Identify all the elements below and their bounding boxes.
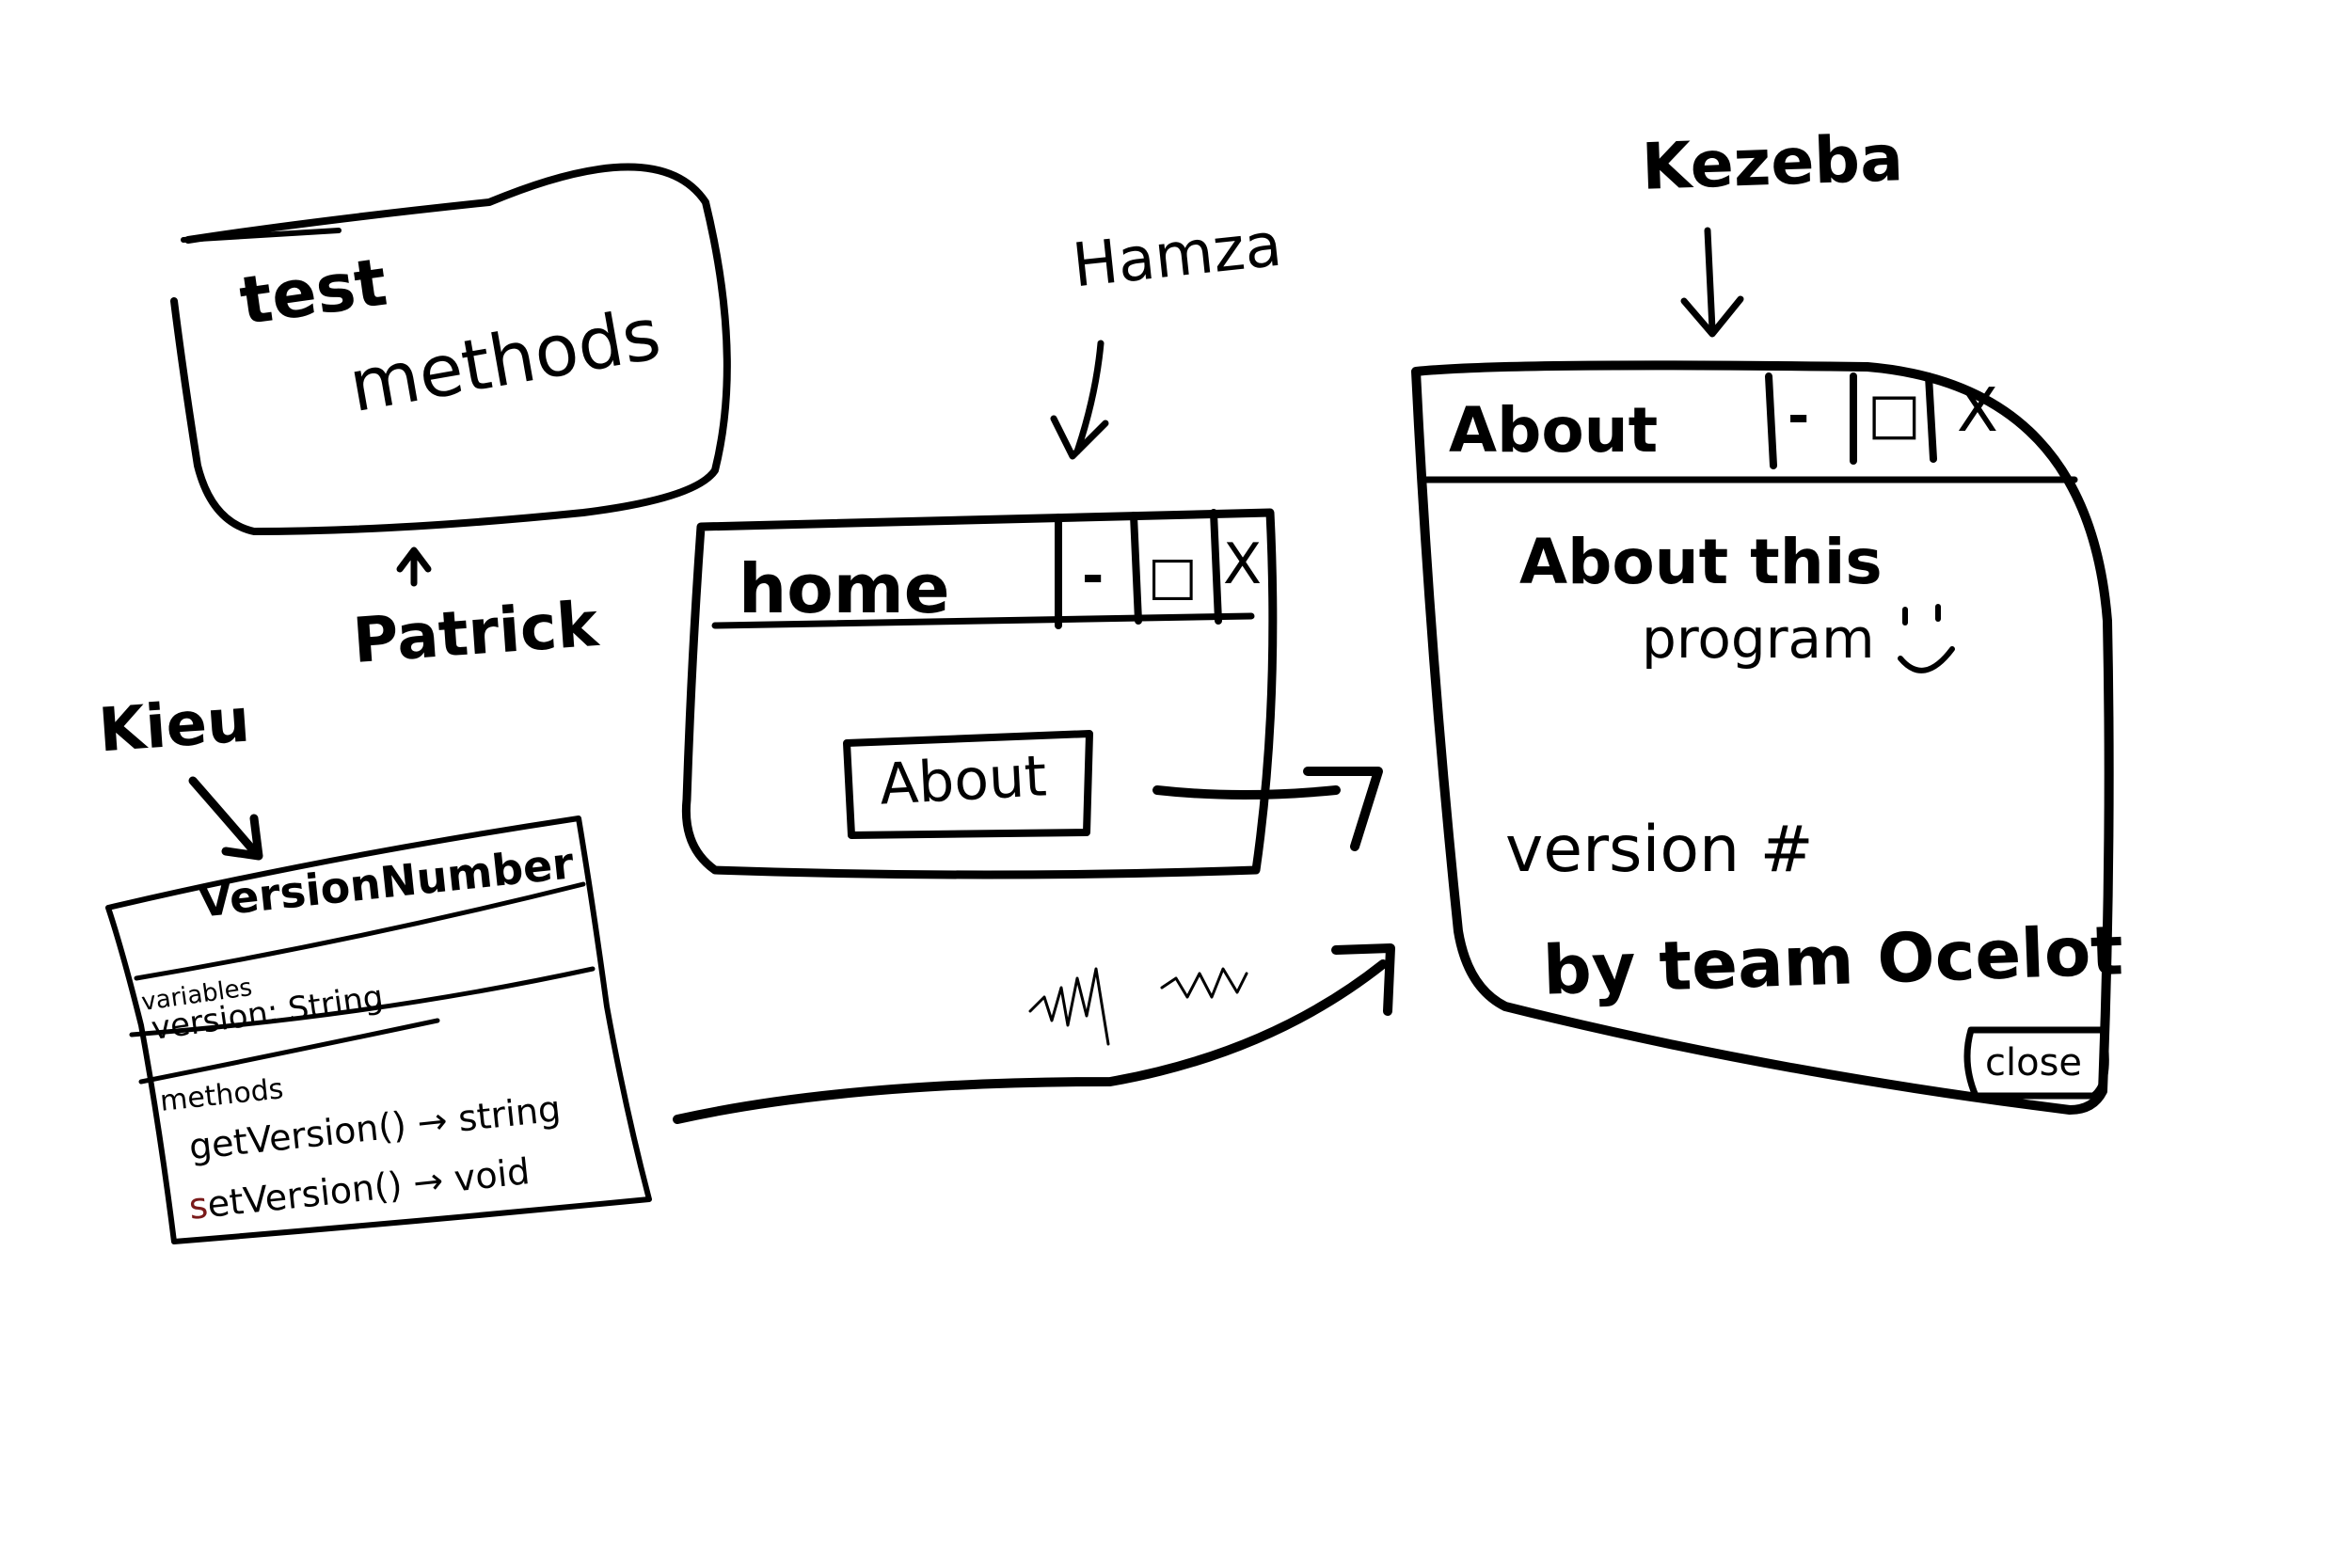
patrick-label: Patrick <box>350 587 601 678</box>
about-heading-line-1: About this <box>1519 526 1883 598</box>
uml-class-divider-3 <box>138 1018 440 1085</box>
about-window-outline <box>1411 360 2114 1115</box>
about-titlebar-sep-1 <box>1765 372 1777 469</box>
scribble-mark-2 <box>1160 967 1248 999</box>
kieu-label: Kieu <box>96 686 252 767</box>
about-titlebar-sep-3 <box>1925 372 1937 463</box>
home-titlebar-sep-3 <box>1210 509 1222 625</box>
home-maximize-button[interactable]: □ <box>1148 546 1198 607</box>
kieu-arrow <box>188 776 263 861</box>
smiley-icon <box>1898 604 1955 673</box>
home-about-button[interactable]: About <box>878 743 1049 818</box>
home-titlebar-sep-2 <box>1130 512 1142 625</box>
uml-class-divider-2 <box>129 966 596 1037</box>
test-methods-box-corner <box>181 228 342 243</box>
about-window-title: About <box>1449 394 1659 467</box>
home-about-button-outline <box>843 730 1093 839</box>
about-maximize-button[interactable]: □ <box>1867 381 1921 447</box>
hamza-arrow <box>1050 340 1109 460</box>
about-credit-text: by team Ocelot <box>1541 911 2125 1010</box>
patrick-arrow <box>396 546 432 587</box>
about-heading-line-2: program <box>1642 607 1875 671</box>
kezeba-label: Kezeba <box>1640 121 1905 205</box>
uml-to-about-arrow <box>673 943 1395 1124</box>
test-box-line-1: test <box>235 243 392 341</box>
about-minimize-button[interactable]: - <box>1788 386 1810 447</box>
about-version-text: version # <box>1505 813 1814 887</box>
home-to-about-arrow <box>1152 767 1383 851</box>
home-window-outline <box>681 508 1278 879</box>
about-close-text-button[interactable]: close <box>1985 1041 2083 1085</box>
uml-class-divider-1 <box>134 881 586 981</box>
home-title-divider <box>711 612 1255 629</box>
about-close-button[interactable]: X <box>1957 376 1998 446</box>
home-window-title: home <box>739 549 950 628</box>
test-methods-box-outline <box>170 163 731 535</box>
kezeba-arrow <box>1680 227 1744 338</box>
about-close-button-outline <box>1963 1026 2109 1100</box>
home-minimize-button[interactable]: - <box>1082 546 1104 607</box>
home-close-button[interactable]: X <box>1223 531 1263 597</box>
scribble-mark-1 <box>1028 967 1110 1046</box>
